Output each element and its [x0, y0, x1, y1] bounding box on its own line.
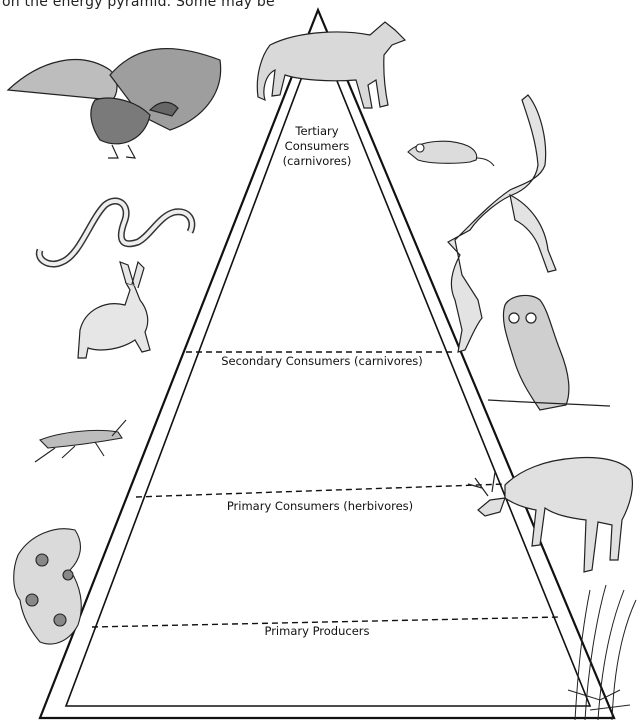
grass-drawing	[568, 585, 636, 720]
divider-primary-consumers	[136, 484, 506, 497]
grasshopper-drawing	[35, 420, 126, 462]
berry-bush-drawing	[14, 529, 82, 644]
mouse-drawing	[408, 141, 494, 166]
level-label-tertiary-consumers: Tertiary Consumers (carnivores)	[272, 124, 362, 169]
level-label-primary-consumers: Primary Consumers (herbivores)	[205, 499, 435, 514]
tertiary-line-1: Tertiary	[272, 124, 362, 139]
rabbit-drawing	[78, 262, 150, 358]
deer-drawing	[468, 458, 632, 573]
level-label-secondary-consumers: Secondary Consumers (carnivores)	[192, 354, 452, 369]
eagle-drawing	[8, 49, 221, 158]
owl-drawing	[488, 295, 610, 410]
tertiary-line-2: Consumers	[272, 139, 362, 154]
level-label-primary-producers: Primary Producers	[232, 624, 402, 639]
snake-drawing	[39, 201, 192, 264]
tertiary-line-3: (carnivores)	[272, 154, 362, 169]
coyote-drawing	[257, 22, 405, 108]
